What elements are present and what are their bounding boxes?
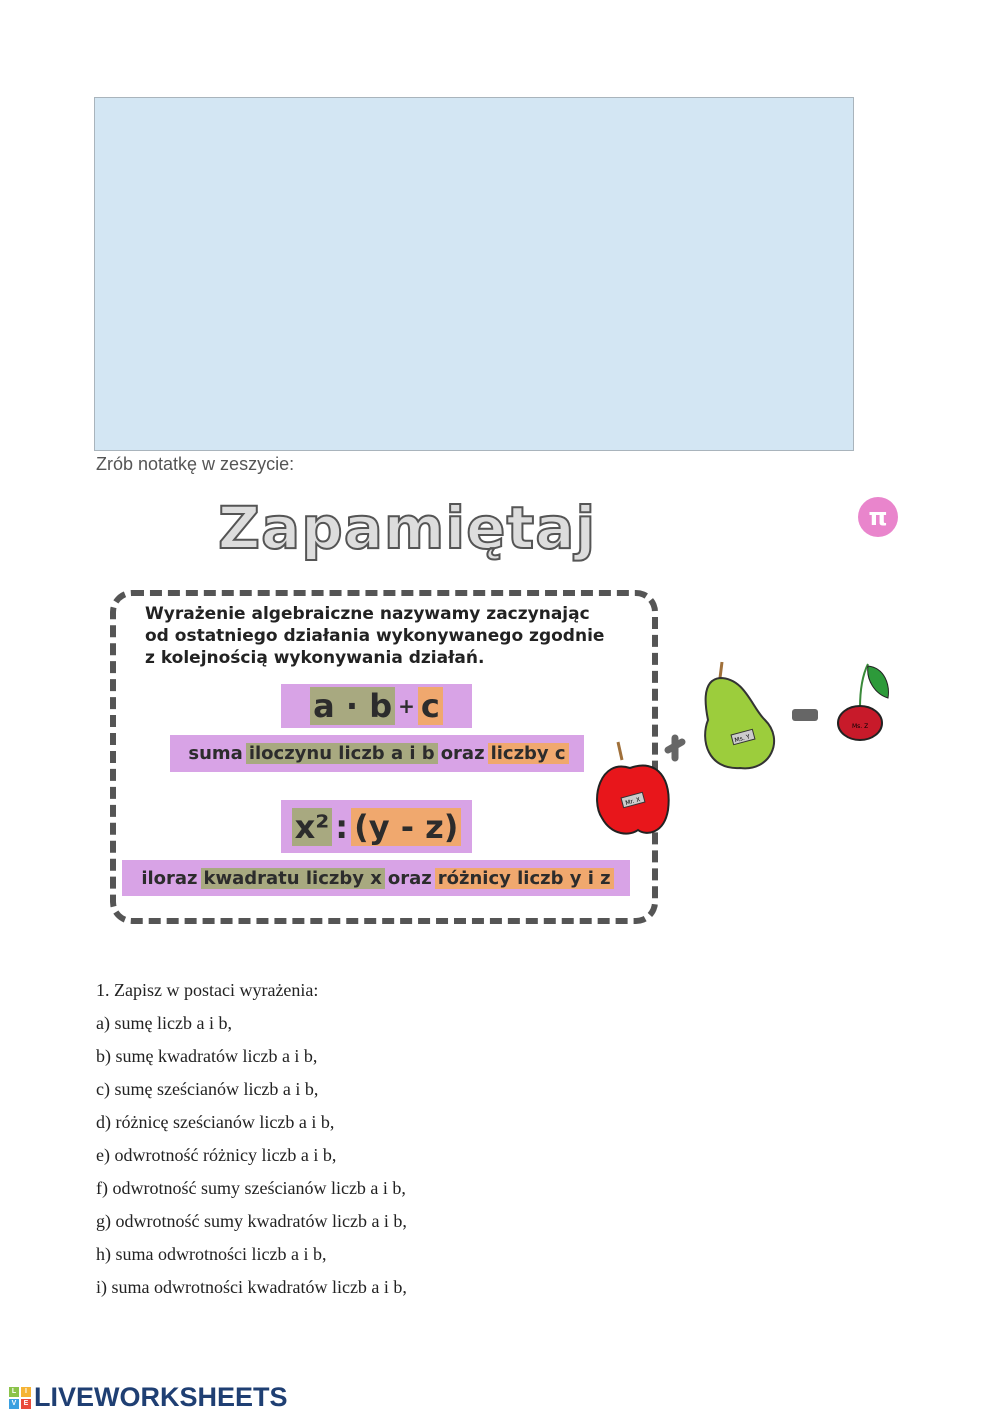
svg-text:Ms. Y: Ms. Y — [734, 733, 751, 744]
desc-part: kwadratu liczby x — [200, 867, 385, 889]
pear-icon: Ms. Y — [704, 661, 776, 770]
exercise-item: h) suma odwrotności liczb a i b, — [96, 1244, 327, 1264]
desc-part: liczby c — [487, 743, 569, 764]
apple-icon: Mr. X — [596, 741, 670, 835]
desc-part: różnicy liczb y i z — [434, 867, 614, 889]
dashed-frame — [110, 590, 658, 924]
logo-icon: L I V E — [8, 1386, 32, 1410]
liveworksheets-logo: L I V E LIVEWORKSHEETS — [8, 1382, 288, 1413]
rule-line: z kolejnością wykonywania działań. — [145, 648, 485, 668]
exercise-item: d) różnicę sześcianów liczb a i b, — [96, 1112, 335, 1132]
desc-part: oraz — [440, 743, 485, 764]
rule-line: od ostatniego działania wykonywanego zgo… — [145, 626, 605, 646]
expression-1: a · b + c — [281, 684, 472, 728]
expr-part: (y - z) — [351, 807, 462, 846]
exercise-item: c) sumę sześcianów liczb a i b, — [96, 1079, 319, 1099]
exercise-item: a) sumę liczb a i b, — [96, 1013, 232, 1033]
note-instruction: Zrób notatkę w zeszycie: — [96, 454, 295, 474]
expr-part: a · b — [310, 687, 396, 725]
description-2: iloraz kwadratu liczby x oraz różnicy li… — [122, 860, 630, 896]
desc-part: iloraz — [141, 867, 198, 889]
desc-part: iloczynu liczb a i b — [245, 743, 438, 764]
expr-operator: + — [398, 694, 415, 718]
card-title: Zapamiętaj — [217, 493, 597, 563]
exercise-item: b) sumę kwadratów liczb a i b, — [96, 1046, 318, 1066]
svg-text:Ms. Z: Ms. Z — [852, 723, 868, 730]
expr-part: x² — [291, 807, 333, 846]
fruit-illustration: Mr. X Ms. Y Ms. Z — [596, 661, 889, 835]
svg-text:Mr. X: Mr. X — [625, 796, 641, 807]
cherry-icon: Ms. Z — [837, 663, 889, 741]
desc-part: suma — [188, 743, 243, 764]
desc-part: oraz — [387, 867, 432, 889]
answer-area[interactable] — [94, 97, 854, 451]
minus-icon — [792, 709, 818, 721]
exercise-item: i) suma odwrotności kwadratów liczb a i … — [96, 1277, 407, 1297]
expr-operator: : — [335, 807, 349, 846]
expr-part: c — [417, 687, 443, 725]
description-1: suma iloczynu liczb a i b oraz liczby c — [170, 735, 584, 772]
expression-2: x² : (y - z) — [281, 800, 472, 853]
exercise-item: g) odwrotność sumy kwadratów liczb a i b… — [96, 1211, 407, 1231]
logo-text: LIVEWORKSHEETS — [34, 1382, 288, 1412]
exercise-item: f) odwrotność sumy sześcianów liczb a i … — [96, 1178, 406, 1198]
pi-icon: π — [858, 497, 898, 537]
rule-line: Wyrażenie algebraiczne nazywamy zaczynaj… — [145, 604, 590, 624]
exercise-item: e) odwrotność różnicy liczb a i b, — [96, 1145, 337, 1165]
plus-icon — [664, 734, 686, 762]
exercise-heading: 1. Zapisz w postaci wyrażenia: — [96, 980, 319, 1000]
